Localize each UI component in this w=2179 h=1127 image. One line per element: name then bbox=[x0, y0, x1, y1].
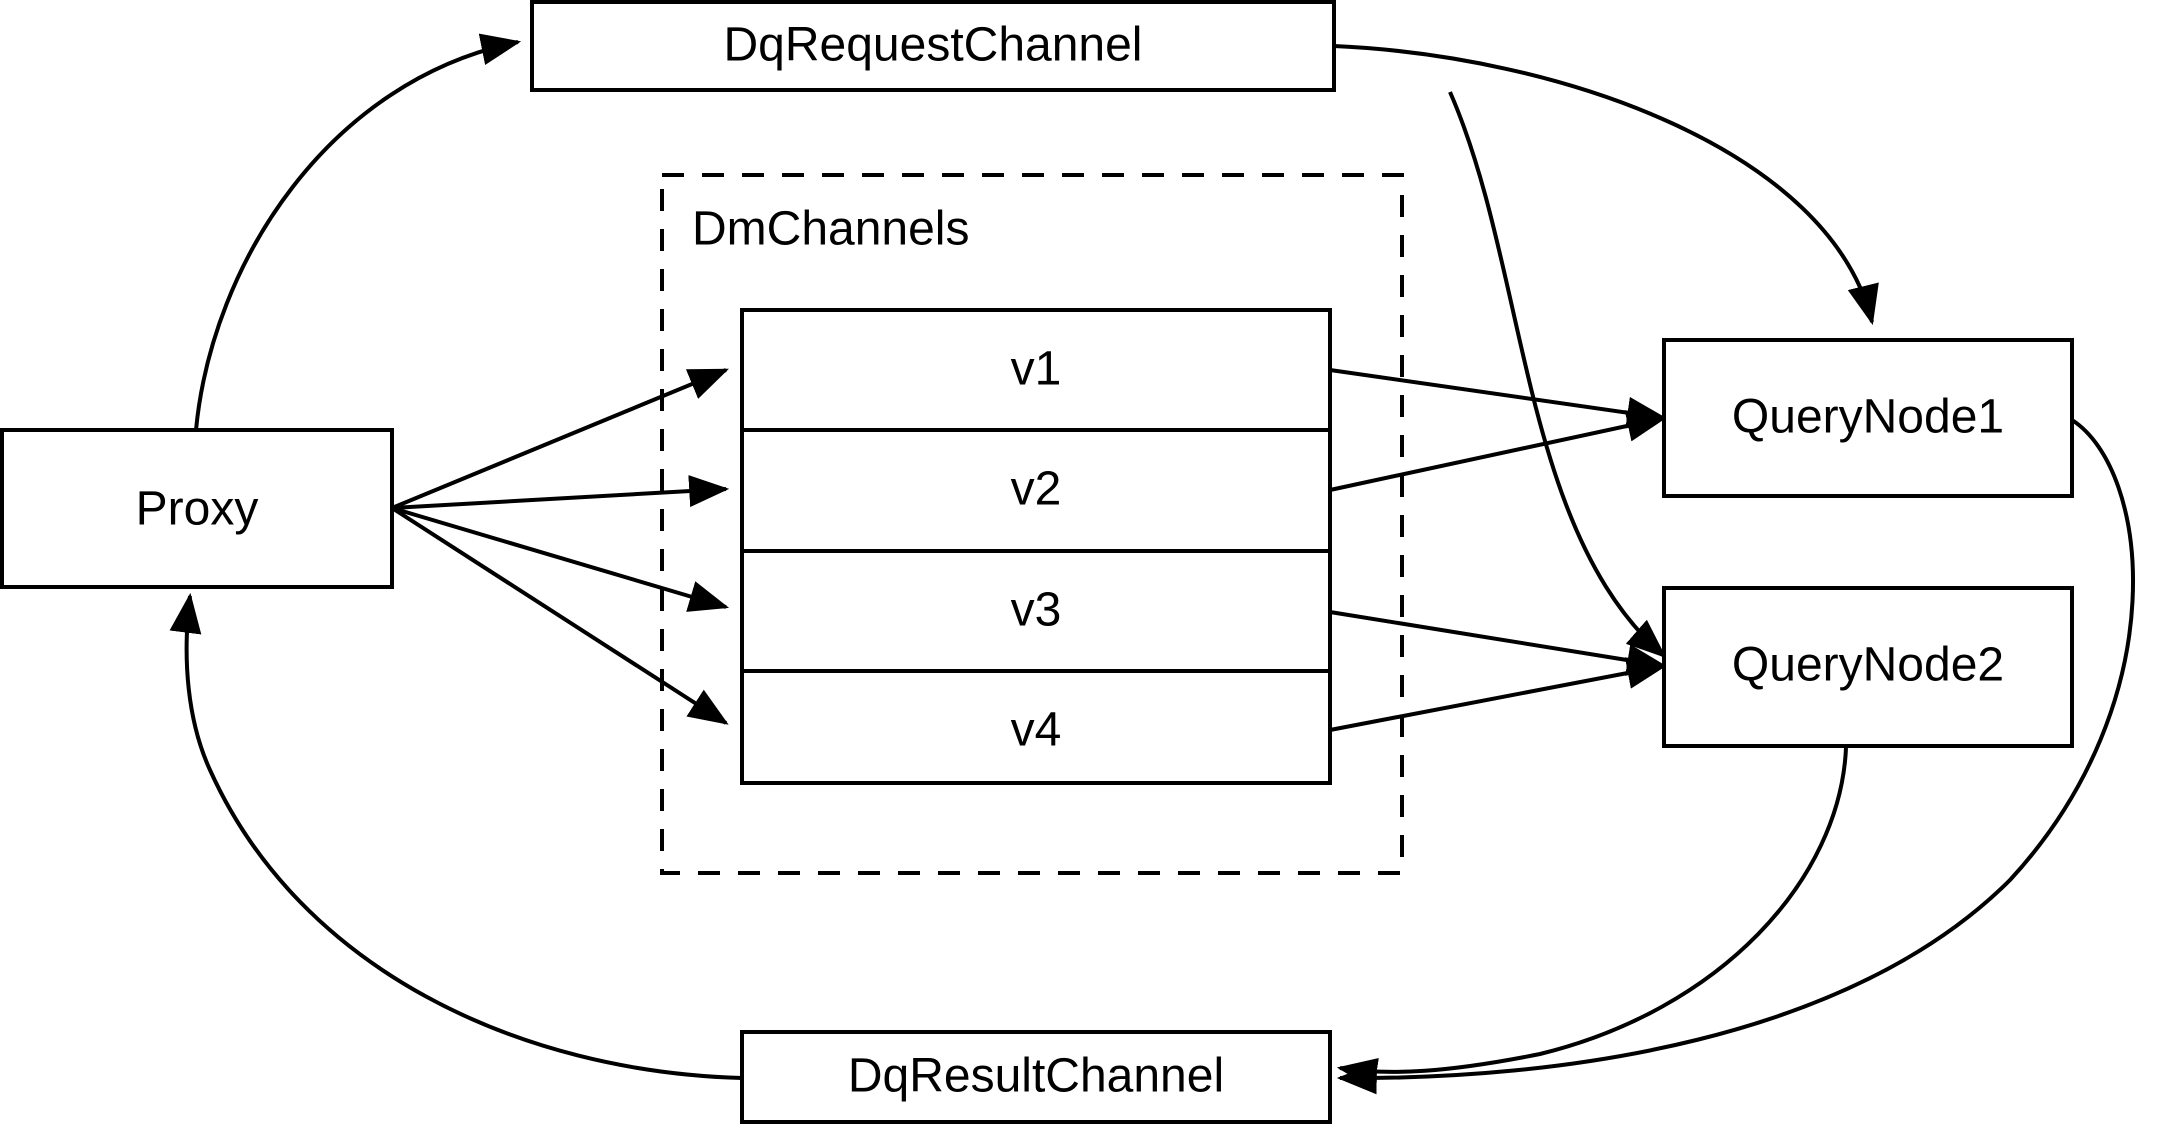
edge-query-node-1-to-dq-result-channel bbox=[1336, 418, 2135, 1095]
edge-proxy-to-v3 bbox=[391, 506, 730, 612]
dm-channel-row-v1[interactable]: v1 bbox=[1011, 343, 1062, 396]
node-query-node-1[interactable] bbox=[1662, 338, 2074, 498]
node-dq-request-channel[interactable] bbox=[530, 0, 1336, 92]
node-dq-result-channel-label: DqResultChannel bbox=[848, 1050, 1224, 1103]
edge-v3-to-query-node-2 bbox=[1329, 610, 1668, 676]
edge-dq-request-channel-to-query-node-1 bbox=[1333, 44, 1879, 326]
dm-channels-group bbox=[660, 173, 1404, 875]
dm-channels-table bbox=[740, 308, 1332, 785]
node-query-node-2-label: QueryNode2 bbox=[1732, 639, 2004, 692]
node-proxy-label: Proxy bbox=[136, 483, 259, 536]
edge-v1-to-query-node-1 bbox=[1329, 368, 1668, 429]
edge-proxy-to-v1 bbox=[391, 368, 729, 510]
node-dq-request-channel-label: DqRequestChannel bbox=[724, 19, 1143, 72]
edge-dq-result-channel-to-proxy bbox=[169, 592, 743, 1080]
node-dq-result-channel[interactable] bbox=[740, 1030, 1332, 1124]
edge-v4-to-query-node-2 bbox=[1329, 657, 1668, 732]
edge-dq-request-channel-to-query-node-2 bbox=[1448, 91, 1667, 659]
edge-query-node-2-to-dq-result-channel bbox=[1336, 747, 1848, 1090]
dm-channels-label: DmChannels bbox=[692, 203, 969, 256]
dm-channel-row-v4[interactable]: v4 bbox=[1011, 704, 1062, 757]
node-query-node-2[interactable] bbox=[1662, 586, 2074, 748]
edge-proxy-to-v4 bbox=[390, 506, 729, 725]
node-query-node-1-label: QueryNode1 bbox=[1732, 391, 2004, 444]
node-proxy[interactable] bbox=[0, 428, 394, 589]
edge-proxy-to-v2 bbox=[391, 475, 730, 510]
edge-v2-to-query-node-1 bbox=[1329, 410, 1668, 492]
dm-channel-row-v3[interactable]: v3 bbox=[1011, 584, 1062, 637]
edge-proxy-to-dq-request-channel bbox=[194, 33, 522, 431]
dm-channel-row-v2[interactable]: v2 bbox=[1011, 463, 1062, 516]
